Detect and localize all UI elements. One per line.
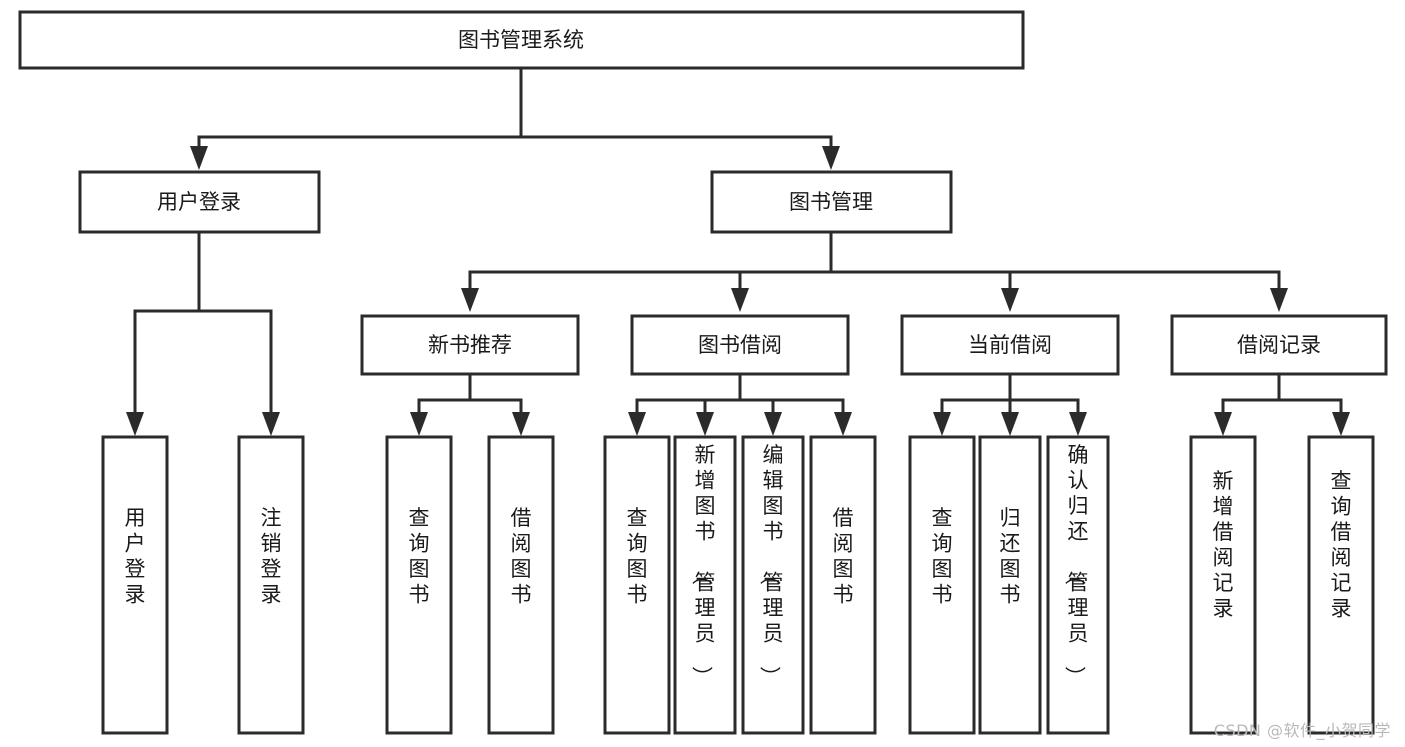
node-leaf-add-book-label: 新增图书（管理员） — [690, 443, 716, 687]
node-leaf-query-book-2[interactable]: 查询图书 — [603, 435, 671, 735]
node-leaf-add-record-label: 新增借阅记录 — [1213, 469, 1234, 621]
edges-currentborrow-to-leaves — [940, 372, 1080, 417]
arrow-icon — [1332, 412, 1350, 436]
arrow-icon — [834, 412, 852, 436]
node-leaf-confirm-return[interactable]: 确认归还（管理员） — [1046, 435, 1110, 735]
node-leaf-logout-login-label: 注销登录 — [261, 506, 282, 607]
arrow-icon — [410, 412, 428, 436]
node-leaf-add-book[interactable]: 新增图书（管理员） — [673, 435, 737, 735]
edges-borrowrecord-to-leaves — [1221, 372, 1343, 417]
arrow-icon — [628, 412, 646, 436]
node-book-borrow[interactable]: 图书借阅 — [630, 314, 850, 376]
node-leaf-user-login[interactable]: 用户登录 — [101, 435, 169, 735]
arrow-icon — [822, 146, 840, 170]
node-new-book-recommend-label: 新书推荐 — [428, 333, 512, 357]
arrow-icon — [1214, 412, 1232, 436]
node-leaf-borrow-book-1-label: 借阅图书 — [511, 506, 532, 607]
edges-root-to-level2 — [197, 66, 833, 150]
node-leaf-query-record[interactable]: 查询借阅记录 — [1307, 435, 1375, 735]
arrow-icon — [764, 412, 782, 436]
arrow-icon — [1001, 288, 1019, 312]
arrow-icon — [1069, 412, 1087, 436]
node-leaf-borrow-book-2-label: 借阅图书 — [833, 506, 854, 607]
node-root-system[interactable]: 图书管理系统 — [18, 10, 1025, 70]
arrow-icon — [1001, 412, 1019, 436]
node-book-manage-label: 图书管理 — [789, 190, 873, 214]
node-leaf-borrow-book-1[interactable]: 借阅图书 — [487, 435, 555, 735]
node-leaf-edit-book-label: 编辑图书（管理员） — [758, 443, 784, 687]
node-leaf-query-book-2-label: 查询图书 — [627, 506, 648, 607]
node-leaf-confirm-return-label: 确认归还（管理员） — [1063, 443, 1089, 687]
node-user-login-label: 用户登录 — [157, 190, 241, 214]
node-leaf-return-book-label: 归还图书 — [1000, 506, 1021, 607]
edges-newbook-to-leaves — [417, 372, 523, 417]
arrow-icon — [190, 146, 208, 170]
node-new-book-recommend[interactable]: 新书推荐 — [360, 314, 580, 376]
arrow-icon — [262, 412, 280, 436]
node-borrow-record[interactable]: 借阅记录 — [1170, 314, 1388, 376]
arrow-icon — [731, 288, 749, 312]
node-leaf-query-book-3[interactable]: 查询图书 — [908, 435, 976, 735]
node-borrow-record-label: 借阅记录 — [1237, 333, 1321, 357]
node-leaf-return-book[interactable]: 归还图书 — [978, 435, 1042, 735]
node-root-label: 图书管理系统 — [458, 28, 584, 52]
node-leaf-user-login-label: 用户登录 — [125, 506, 146, 607]
arrow-icon — [461, 288, 479, 312]
edges-bookborrow-to-leaves — [635, 372, 845, 417]
node-book-manage[interactable]: 图书管理 — [710, 170, 953, 234]
node-leaf-query-record-label: 查询借阅记录 — [1331, 469, 1352, 621]
edges-bookmanage-to-level3 — [468, 230, 1281, 292]
node-leaf-query-book-1[interactable]: 查询图书 — [385, 435, 453, 735]
edges-userlogin-to-leaves — [133, 230, 273, 417]
node-book-borrow-label: 图书借阅 — [698, 333, 782, 357]
node-leaf-borrow-book-2[interactable]: 借阅图书 — [809, 435, 877, 735]
node-current-borrow[interactable]: 当前借阅 — [900, 314, 1120, 376]
node-current-borrow-label: 当前借阅 — [968, 333, 1052, 357]
node-leaf-query-book-3-label: 查询图书 — [932, 506, 953, 607]
arrow-icon — [126, 412, 144, 436]
arrow-icon — [1270, 288, 1288, 312]
node-leaf-logout-login[interactable]: 注销登录 — [237, 435, 305, 735]
node-user-login[interactable]: 用户登录 — [78, 170, 321, 234]
arrow-icon — [696, 412, 714, 436]
node-leaf-add-record[interactable]: 新增借阅记录 — [1189, 435, 1257, 735]
arrow-icon — [512, 412, 530, 436]
node-leaf-edit-book[interactable]: 编辑图书（管理员） — [741, 435, 805, 735]
node-leaf-query-book-1-label: 查询图书 — [409, 506, 430, 607]
arrow-icon — [933, 412, 951, 436]
